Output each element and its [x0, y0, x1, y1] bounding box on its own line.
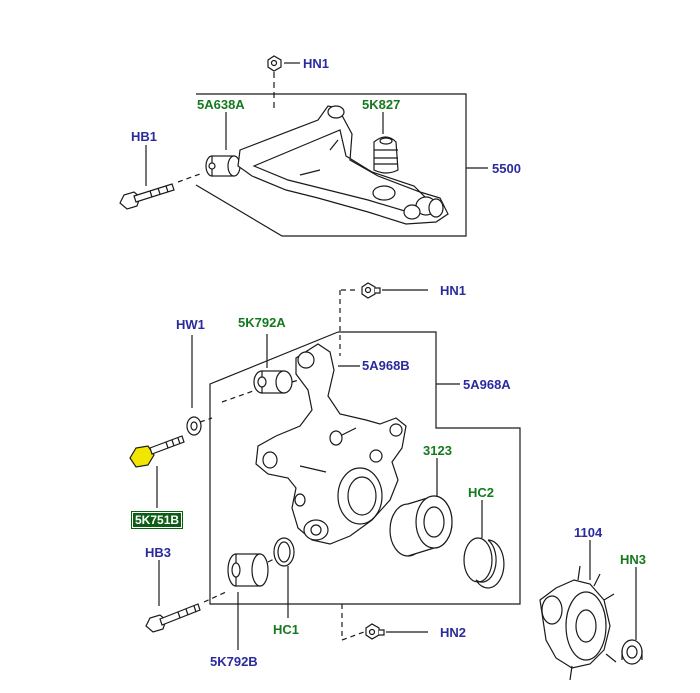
label-hn1-top: HN1 [303, 56, 330, 71]
label-5a968a: 5A968A [463, 377, 511, 392]
label-5k792a: 5K792A [238, 315, 286, 330]
lower-arm-5500 [237, 105, 449, 225]
bush-5k792a [253, 370, 293, 394]
label-hn3: HN3 [620, 552, 647, 567]
label-1104: 1104 [574, 525, 603, 540]
bolt-hb1 [119, 183, 175, 210]
label-hc2: HC2 [468, 485, 495, 500]
label-hb1: HB1 [131, 129, 158, 144]
nut-hn2 [365, 623, 385, 640]
label-hb3: HB3 [145, 545, 172, 560]
knuckle-5a968b [255, 343, 407, 545]
hub-1104 [539, 565, 617, 681]
bearing-3123 [389, 495, 453, 557]
circlip-hc2 [463, 537, 505, 589]
label-hc1: HC1 [273, 622, 300, 637]
clip-hc1 [273, 537, 295, 567]
label-hw1: HW1 [176, 317, 205, 332]
washer-hw1 [186, 416, 202, 436]
frame-5a968a [209, 331, 521, 605]
label-hn2: HN2 [440, 625, 467, 640]
label-5k792b: 5K792B [210, 654, 258, 669]
bump-stop-5k827 [373, 136, 399, 174]
nut-hn1-mid [361, 282, 381, 299]
bolt-hb3 [145, 603, 201, 633]
bush-5k792b [227, 553, 269, 587]
nut-hn3 [621, 639, 643, 665]
label-5a968b: 5A968B [362, 358, 410, 373]
label-5a638a: 5A638A [197, 97, 245, 112]
label-5k827: 5K827 [362, 97, 401, 112]
label-hn1-mid: HN1 [440, 283, 467, 298]
bolt-5k751b-highlighted [129, 435, 185, 468]
label-5k751b-highlighted[interactable]: 5K751B [130, 511, 184, 529]
label-3123: 3123 [423, 443, 452, 458]
nut-hn1-top [267, 55, 282, 72]
bush-5a638a [205, 155, 241, 177]
upper-frame [195, 93, 467, 237]
label-5500: 5500 [492, 161, 521, 176]
